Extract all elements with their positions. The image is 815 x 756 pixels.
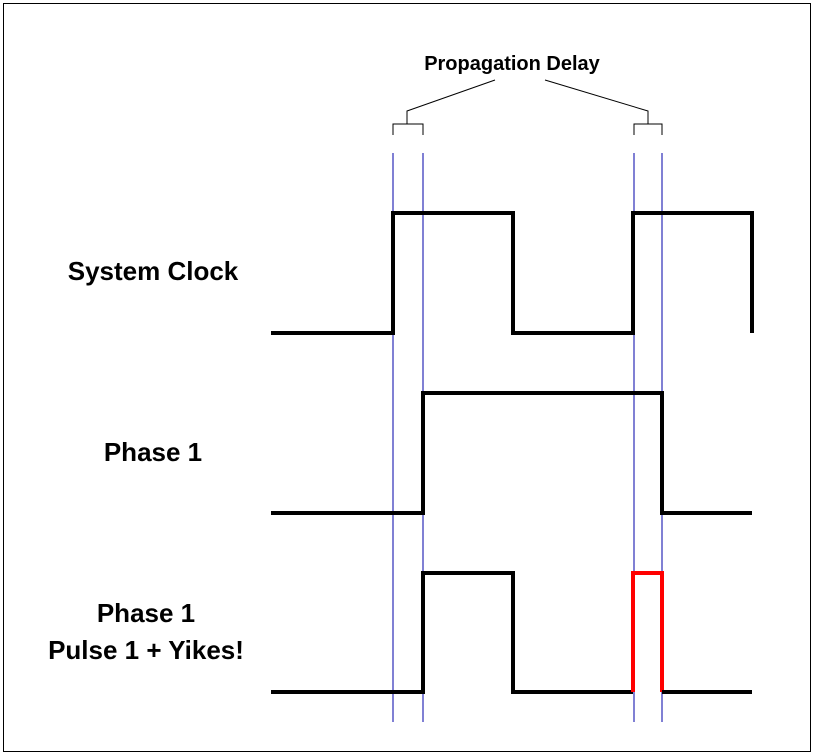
phase-1-pulse-waveform [271,571,633,694]
signal-label-system-clock: System Clock [68,256,239,286]
phase-1-waveform [271,391,752,515]
delay-leader-left [406,79,496,124]
delay-bracket-left [392,123,424,135]
system-clock-waveform [271,211,754,335]
signal-label-phase-1: Phase 1 [104,437,202,467]
signal-label-phase-1-pulse-line-2: Pulse 1 + Yikes! [48,635,244,665]
delay-leader-right [544,79,649,124]
propagation-delay-label: Propagation Delay [424,53,600,75]
diagram-frame [3,3,811,752]
glitch-pulse [631,571,664,692]
signal-label-phase-1-pulse-line-1: Phase 1 [97,598,195,628]
delay-bracket-right [633,123,663,135]
